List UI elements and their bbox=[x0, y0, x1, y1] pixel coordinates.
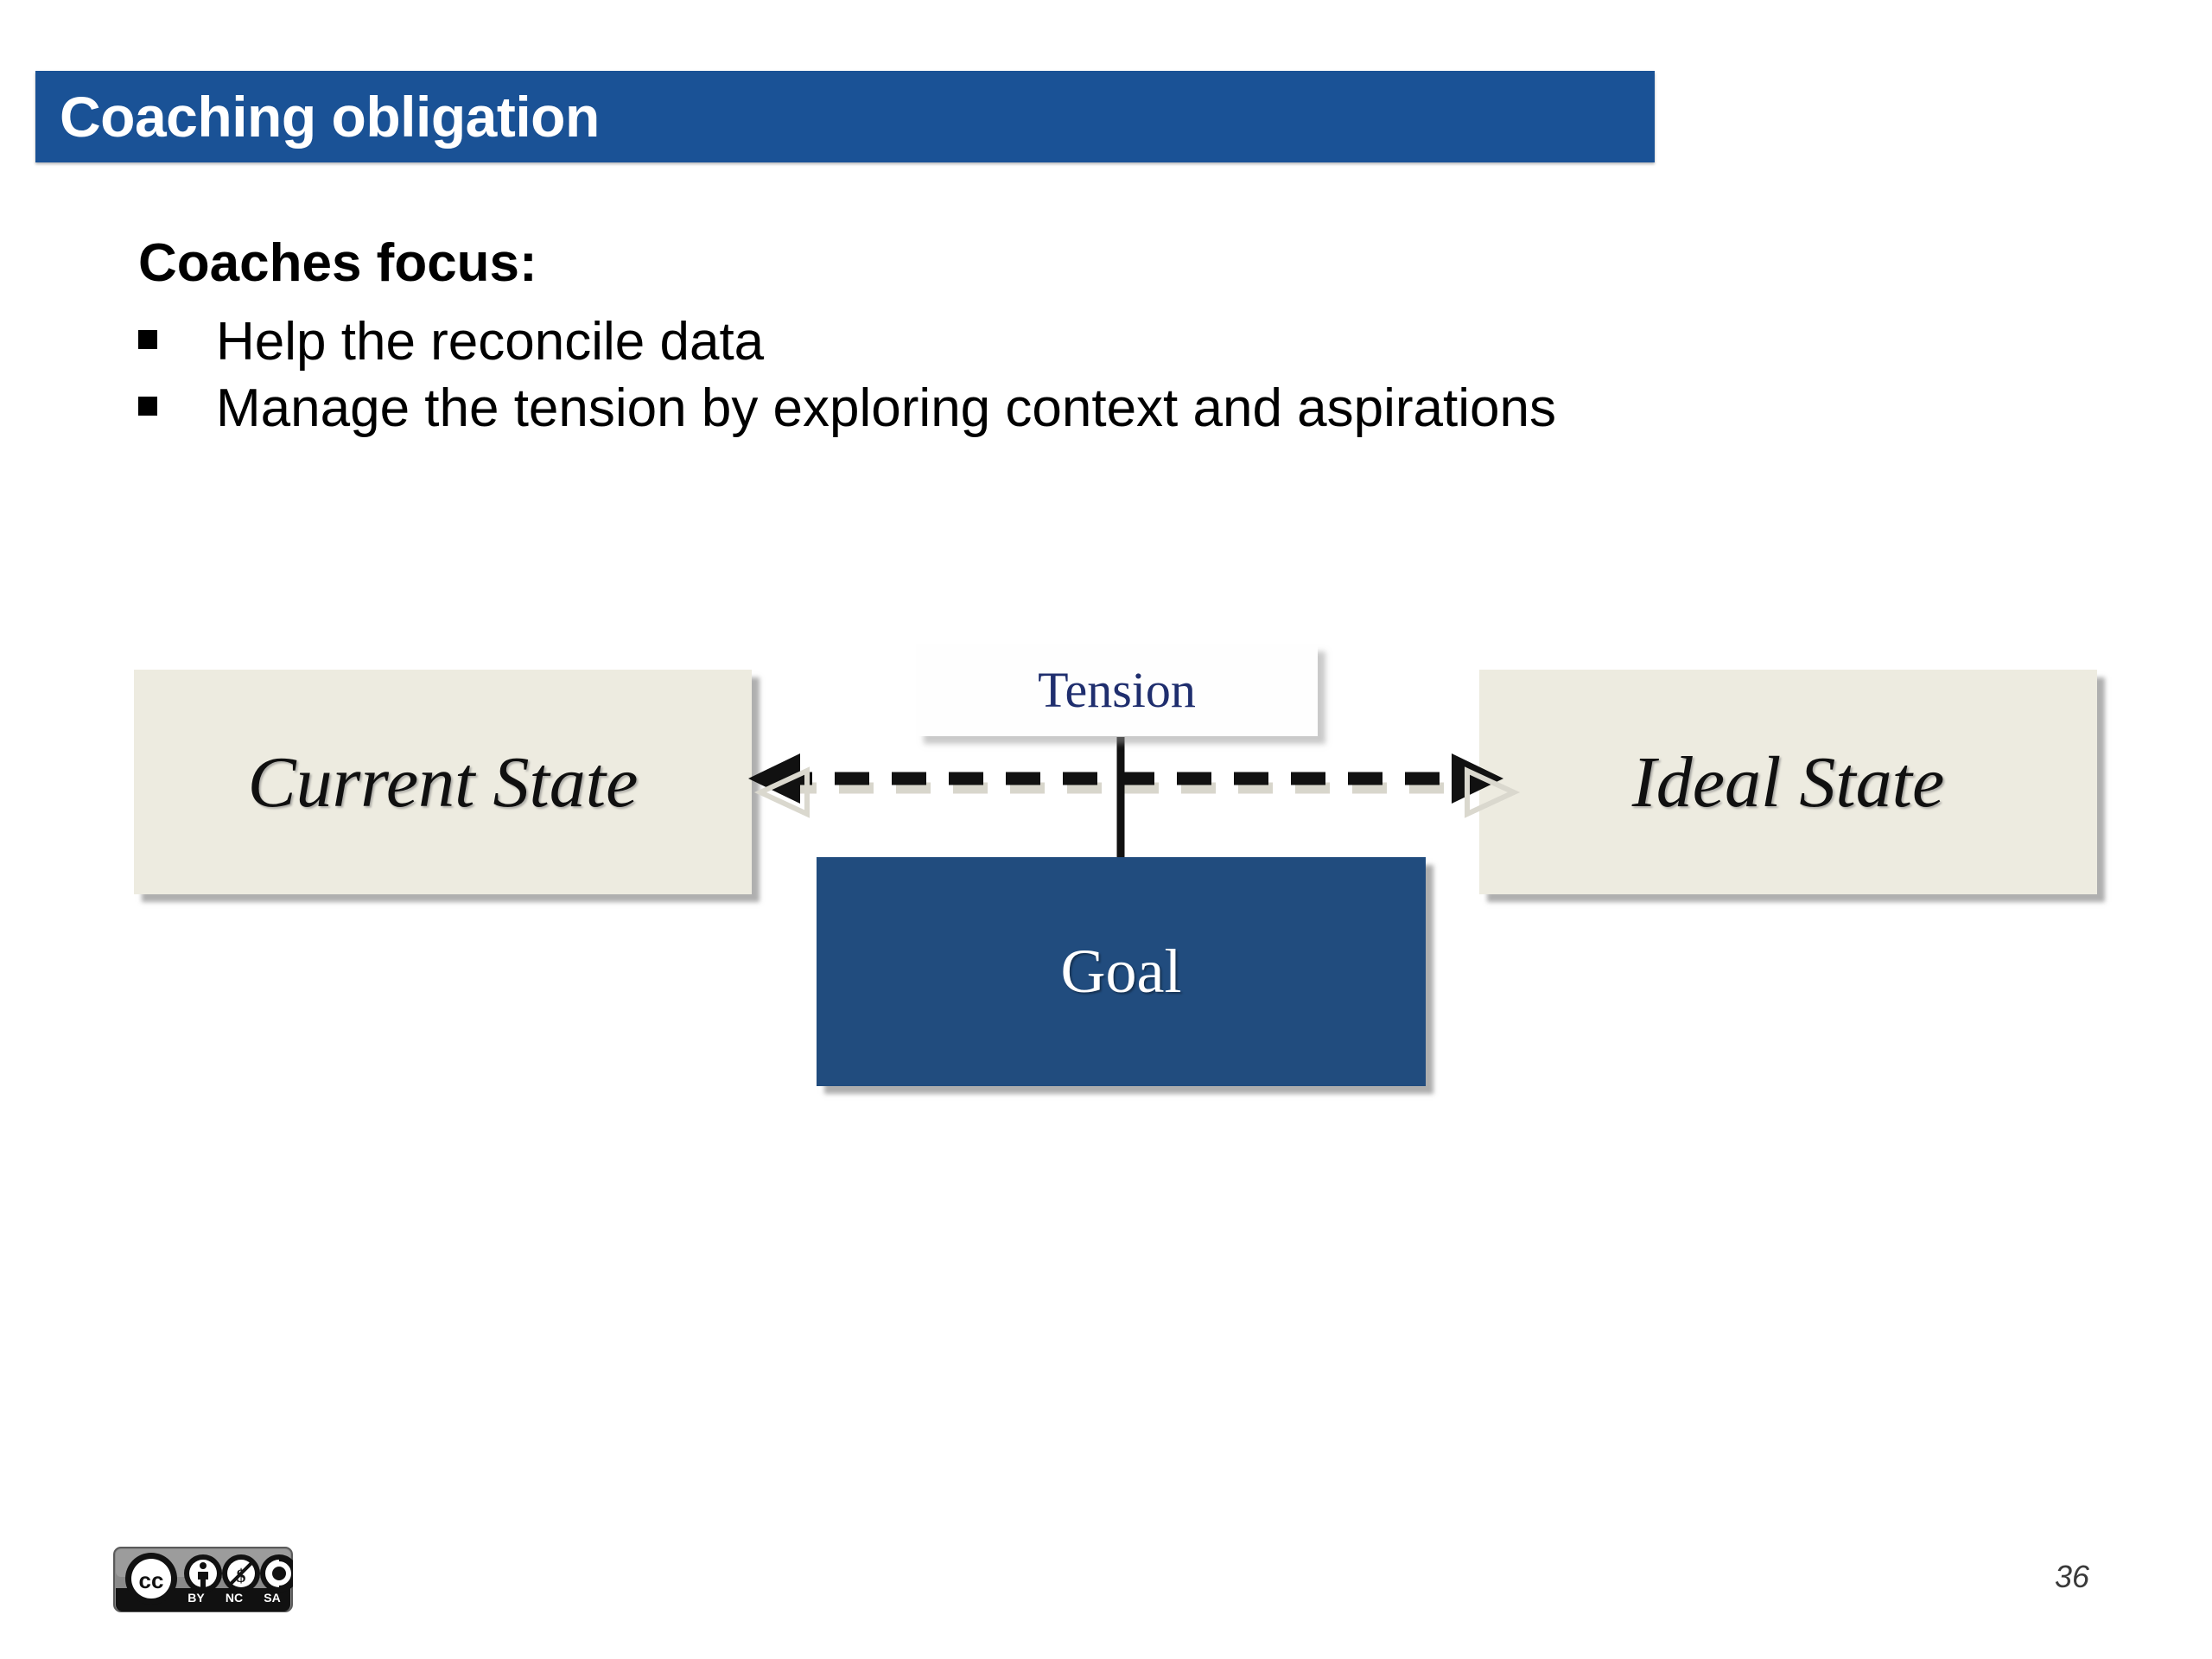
slide-title-bar: Coaching obligation bbox=[35, 71, 1655, 162]
page-number: 36 bbox=[2055, 1559, 2090, 1594]
cc-mark-nc: NC bbox=[226, 1591, 243, 1605]
page-title: Coaching obligation bbox=[60, 85, 600, 149]
arrow-head-right-icon bbox=[1452, 753, 1503, 804]
ideal-state-box[interactable]: Ideal State bbox=[1479, 670, 2097, 894]
arrow-head-right-shadow bbox=[1465, 766, 1521, 818]
arrow-head-left-icon bbox=[748, 753, 800, 804]
body-content: Coaches focus: Help the reconcile data M… bbox=[138, 233, 2091, 444]
current-state-box[interactable]: Current State bbox=[134, 670, 752, 894]
cc-mark-by: BY bbox=[188, 1591, 205, 1605]
list-item: Manage the tension by exploring context … bbox=[138, 378, 2091, 440]
tension-label: Tension bbox=[1038, 662, 1196, 718]
intro-heading: Coaches focus: bbox=[138, 233, 537, 293]
square-bullet-icon bbox=[138, 329, 157, 349]
list-item-label: Help the reconcile data bbox=[216, 311, 765, 372]
list-item: Help the reconcile data bbox=[138, 312, 2091, 373]
cc-mark-sa: SA bbox=[264, 1591, 280, 1605]
square-bullet-icon bbox=[138, 396, 157, 416]
svg-text:cc: cc bbox=[139, 1567, 164, 1593]
goal-label: Goal bbox=[1060, 937, 1182, 1006]
arrow-head-left-shadow bbox=[753, 766, 810, 818]
tension-box[interactable]: Tension bbox=[916, 644, 1318, 736]
list-item-label: Manage the tension by exploring context … bbox=[216, 378, 1556, 438]
ideal-state-label: Ideal State bbox=[1631, 741, 1945, 823]
goal-box[interactable]: Goal bbox=[817, 857, 1426, 1086]
creative-commons-by-nc-sa-icon[interactable]: cc $ BY NC SA bbox=[113, 1547, 298, 1612]
current-state-label: Current State bbox=[247, 741, 639, 823]
